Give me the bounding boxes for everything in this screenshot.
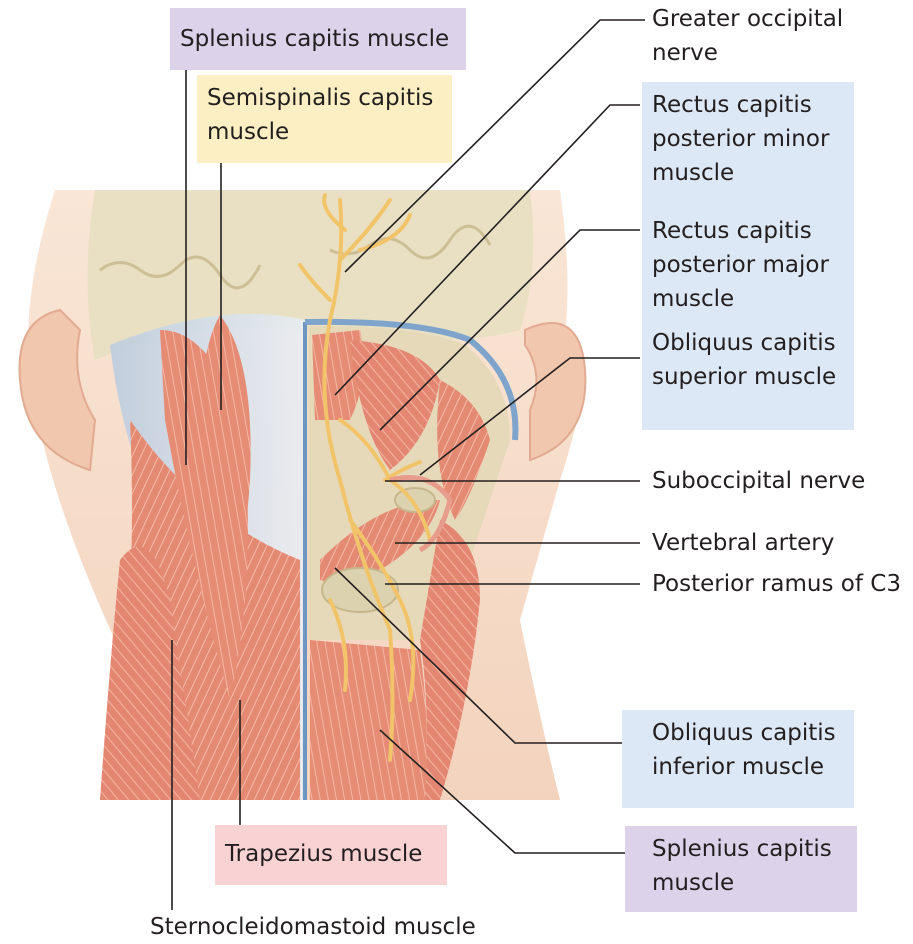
label-text: Vertebral artery	[652, 526, 834, 560]
label-text: nerve	[652, 36, 843, 70]
label-suboccipital-nerve: Suboccipital nerve	[652, 464, 865, 498]
label-text: muscle	[652, 866, 847, 900]
label-text: Splenius capitis muscle	[180, 22, 456, 56]
label-greater-occipital-nerve: Greater occipital nerve	[652, 2, 843, 70]
label-text: Rectus capitis	[652, 88, 844, 122]
label-text: muscle	[207, 115, 442, 149]
label-text: Splenius capitis	[652, 832, 847, 866]
label-text: Posterior ramus of C3	[652, 567, 901, 601]
label-text: Greater occipital	[652, 2, 843, 36]
label-text: muscle	[652, 282, 844, 316]
label-obliquus-capitis-inferior: Obliquus capitis inferior muscle	[622, 710, 854, 808]
label-text: muscle	[652, 156, 844, 190]
label-text: posterior minor	[652, 122, 844, 156]
label-splenius-capitis-top: Splenius capitis muscle	[170, 8, 466, 70]
label-text: Obliquus capitis	[652, 716, 844, 750]
label-rectus-capitis-posterior-minor-and-major: Rectus capitis posterior minor muscle Re…	[642, 82, 854, 430]
label-text: Obliquus capitis	[652, 326, 844, 360]
label-rectus-minor: Rectus capitis posterior minor muscle	[652, 88, 844, 190]
splenius-right-fibers	[310, 640, 427, 800]
label-semispinalis-capitis: Semispinalis capitis muscle	[197, 75, 452, 163]
label-text: Sternocleidomastoid muscle	[150, 910, 476, 944]
label-text: Rectus capitis	[652, 214, 844, 248]
label-trapezius: Trapezius muscle	[215, 825, 447, 885]
label-rectus-major: Rectus capitis posterior major muscle	[652, 214, 844, 316]
label-text: Trapezius muscle	[225, 837, 437, 871]
label-text: Suboccipital nerve	[652, 464, 865, 498]
label-obliquus-superior: Obliquus capitis superior muscle	[652, 326, 844, 394]
label-posterior-ramus-c3: Posterior ramus of C3	[652, 567, 901, 601]
label-text: posterior major	[652, 248, 844, 282]
label-text: inferior muscle	[652, 750, 844, 784]
label-splenius-capitis-bottom: Splenius capitis muscle	[625, 826, 857, 912]
label-sternocleidomastoid: Sternocleidomastoid muscle	[150, 910, 476, 944]
label-text: Semispinalis capitis	[207, 81, 442, 115]
label-vertebral-artery: Vertebral artery	[652, 526, 834, 560]
label-text: superior muscle	[652, 360, 844, 394]
